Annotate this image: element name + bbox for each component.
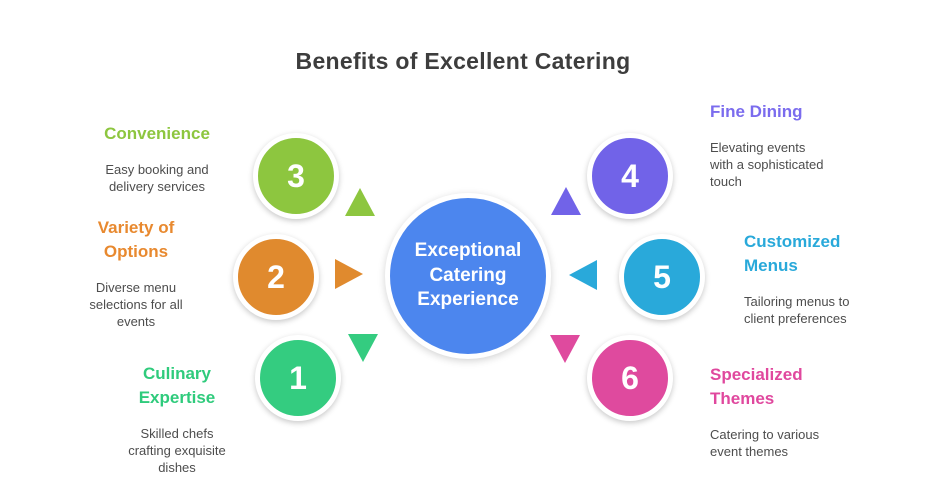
- label-heading: Fine Dining: [710, 102, 803, 121]
- node-number: 6: [621, 359, 639, 396]
- node-circle-2: 2: [233, 234, 319, 320]
- label-heading: Specialized Themes: [710, 365, 803, 408]
- arrow-right-icon: [335, 259, 363, 289]
- label-heading: Convenience: [104, 124, 210, 143]
- node-number: 4: [621, 157, 639, 194]
- arrow-down-icon: [550, 335, 580, 363]
- label-convenience: Convenience Easy booking and delivery se…: [82, 122, 232, 195]
- label-heading: Customized Menus: [744, 232, 841, 275]
- label-description: Tailoring menus to client preferences: [744, 293, 850, 326]
- label-heading: Culinary Expertise: [138, 364, 216, 407]
- node-circle-6: 6: [587, 335, 673, 421]
- label-culinary-expertise: Culinary Expertise Skilled chefs craftin…: [102, 362, 252, 476]
- node-circle-5: 5: [619, 234, 705, 320]
- label-customized-menus: Customized Menus Tailoring menus to clie…: [744, 230, 924, 327]
- label-description: Easy booking and delivery services: [105, 161, 209, 194]
- label-fine-dining: Fine Dining Elevating events with a soph…: [710, 100, 895, 190]
- node-number: 2: [267, 258, 285, 295]
- label-description: Skilled chefs crafting exquisite dishes: [128, 425, 226, 475]
- label-description: Catering to various event themes: [710, 426, 820, 459]
- arrow-left-icon: [569, 260, 597, 290]
- label-variety-of-options: Variety of Options Diverse menu selectio…: [61, 216, 211, 330]
- label-description: Elevating events with a sophisticated to…: [710, 139, 824, 190]
- arrow-down-icon: [348, 334, 378, 362]
- label-specialized-themes: Specialized Themes Catering to various e…: [710, 363, 910, 460]
- center-line-3: Experience: [417, 289, 519, 311]
- arrow-up-icon: [345, 188, 375, 216]
- node-number: 1: [289, 359, 307, 396]
- center-circle: Exceptional Catering Experience: [385, 193, 551, 359]
- node-number: 3: [287, 157, 305, 194]
- label-heading: Variety of Options: [97, 218, 175, 261]
- center-line-2: Catering: [429, 264, 507, 286]
- node-circle-1: 1: [255, 335, 341, 421]
- center-line-1: Exceptional: [414, 239, 522, 261]
- node-number: 5: [653, 258, 671, 295]
- label-description: Diverse menu selections for all events: [89, 279, 183, 329]
- node-circle-3: 3: [253, 133, 339, 219]
- page-title: Benefits of Excellent Catering: [295, 48, 631, 74]
- node-circle-4: 4: [587, 133, 673, 219]
- arrow-up-icon: [551, 187, 581, 215]
